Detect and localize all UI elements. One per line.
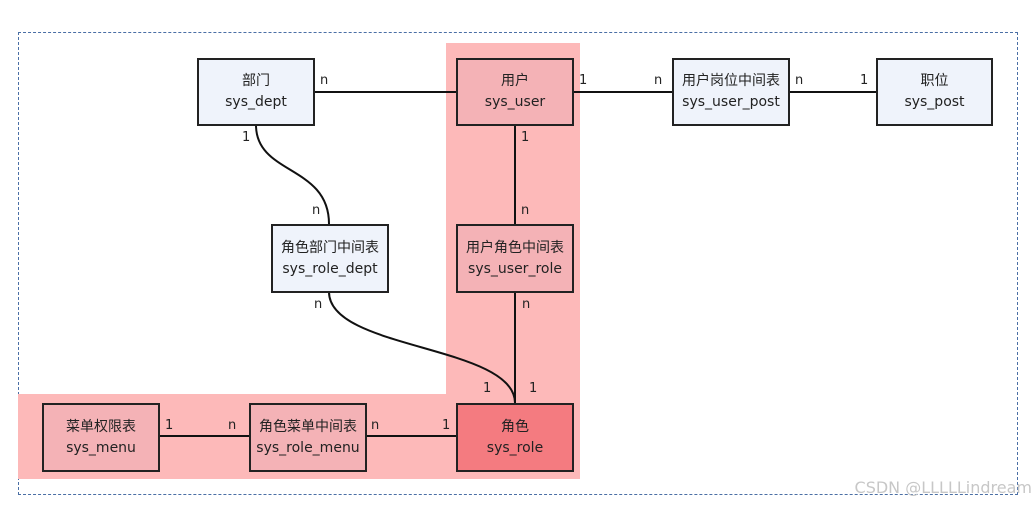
entity-cn-label: 用户 [501, 73, 529, 89]
watermark: CSDN @LLLLLindream [854, 478, 1032, 497]
cardinality-label: n [320, 73, 329, 88]
entity-cn-label: 用户岗位中间表 [682, 73, 780, 89]
cardinality-label: n [314, 297, 323, 312]
entity-cn-label: 角色部门中间表 [281, 239, 379, 256]
roledept-role-curve [328, 291, 516, 404]
cardinality-label: n [312, 203, 321, 218]
cardinality-label: 1 [860, 73, 869, 88]
entity-cn-label: 职位 [920, 73, 949, 89]
cardinality-label: n [371, 418, 380, 433]
cardinality-label: 1 [529, 381, 538, 396]
entity-cn-label: 部门 [242, 73, 270, 89]
entity-sys-dept[interactable]: 部门 sys_dept [197, 58, 315, 126]
entity-cn-label: 角色 [501, 418, 529, 435]
entity-cn-label: 角色菜单中间表 [259, 418, 357, 435]
cardinality-label: 1 [242, 130, 251, 145]
dept-roledept-curve [255, 124, 330, 225]
cardinality-label: 1 [579, 73, 588, 88]
entity-cn-label: 菜单权限表 [66, 418, 136, 435]
entity-sys-user[interactable]: 用户 sys_user [456, 58, 574, 126]
entity-code-label: sys_menu [66, 439, 136, 456]
entity-code-label: sys_user [484, 94, 546, 110]
cardinality-label: n [795, 73, 804, 88]
cardinality-label: 1 [483, 381, 492, 396]
entity-code-label: sys_post [904, 94, 965, 110]
entity-sys-user-role[interactable]: 用户角色中间表 sys_user_role [456, 224, 574, 293]
entity-sys-role-menu[interactable]: 角色菜单中间表 sys_role_menu [249, 403, 367, 472]
entity-sys-role[interactable]: 角色 sys_role [456, 403, 574, 472]
cardinality-label: n [521, 203, 530, 218]
entity-code-label: sys_dept [225, 94, 287, 110]
entity-code-label: sys_user_role [468, 260, 562, 277]
entity-sys-post[interactable]: 职位 sys_post [876, 58, 993, 126]
cardinality-label: n [654, 73, 663, 88]
entity-code-label: sys_role_dept [282, 260, 378, 277]
cardinality-label: 1 [165, 418, 174, 433]
entity-code-label: sys_role_menu [256, 439, 360, 456]
cardinality-label: 1 [521, 130, 530, 145]
cardinality-label: 1 [442, 418, 451, 433]
entity-code-label: sys_user_post [682, 94, 780, 110]
entity-sys-role-dept[interactable]: 角色部门中间表 sys_role_dept [271, 224, 389, 293]
cardinality-label: n [228, 418, 237, 433]
entity-code-label: sys_role [486, 439, 544, 456]
entity-cn-label: 用户角色中间表 [466, 239, 564, 256]
cardinality-label: n [522, 297, 531, 312]
diagram-frame [18, 32, 1018, 495]
entity-sys-user-post[interactable]: 用户岗位中间表 sys_user_post [672, 58, 790, 126]
entity-sys-menu[interactable]: 菜单权限表 sys_menu [42, 403, 160, 472]
